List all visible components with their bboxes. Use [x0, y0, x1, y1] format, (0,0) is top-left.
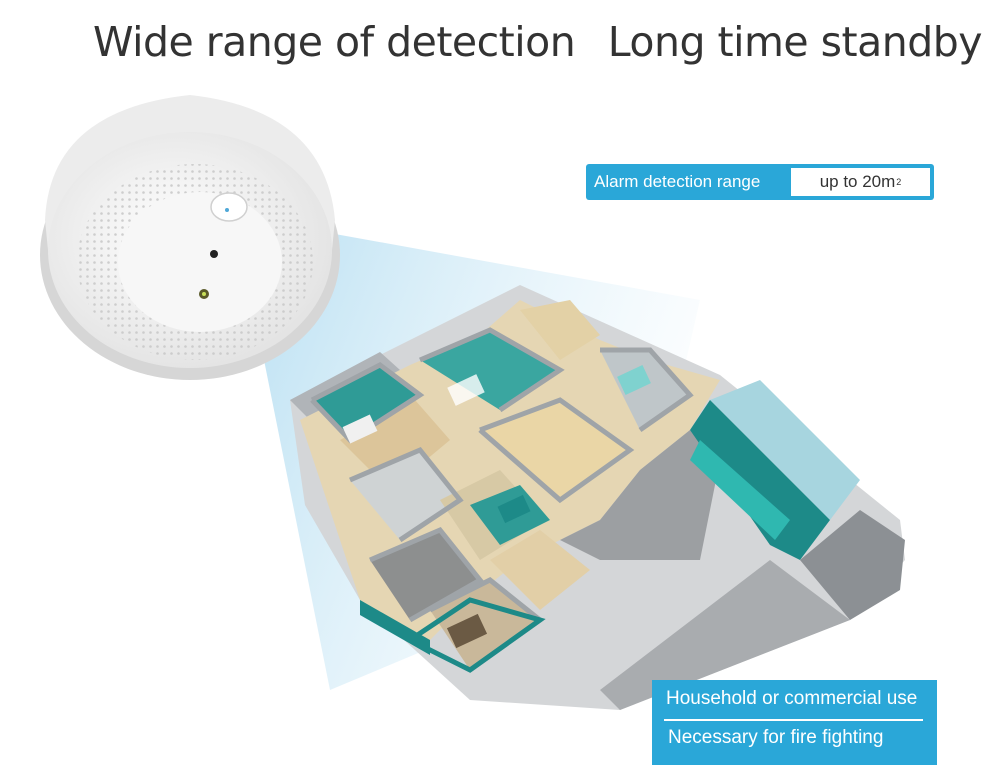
- use-line-fire-fighting: Necessary for fire fighting: [668, 727, 884, 748]
- detection-range-label: Alarm detection range: [594, 172, 761, 191]
- use-box-divider: [664, 719, 923, 721]
- use-info-box: Household or commercial use Necessary fo…: [652, 680, 937, 765]
- detection-range-unit-sup: 2: [896, 177, 902, 187]
- headline-part-1: Wide range of detection: [92, 18, 576, 66]
- headline: Wide range of detection Long time standb…: [0, 18, 1000, 66]
- headline-part-2: Long time standby: [607, 18, 983, 66]
- use-line-household: Household or commercial use: [666, 688, 918, 709]
- floor-plan-illustration: [290, 285, 905, 710]
- detection-range-value: up to 20m: [819, 172, 896, 191]
- smoke-detector-icon: [40, 95, 340, 380]
